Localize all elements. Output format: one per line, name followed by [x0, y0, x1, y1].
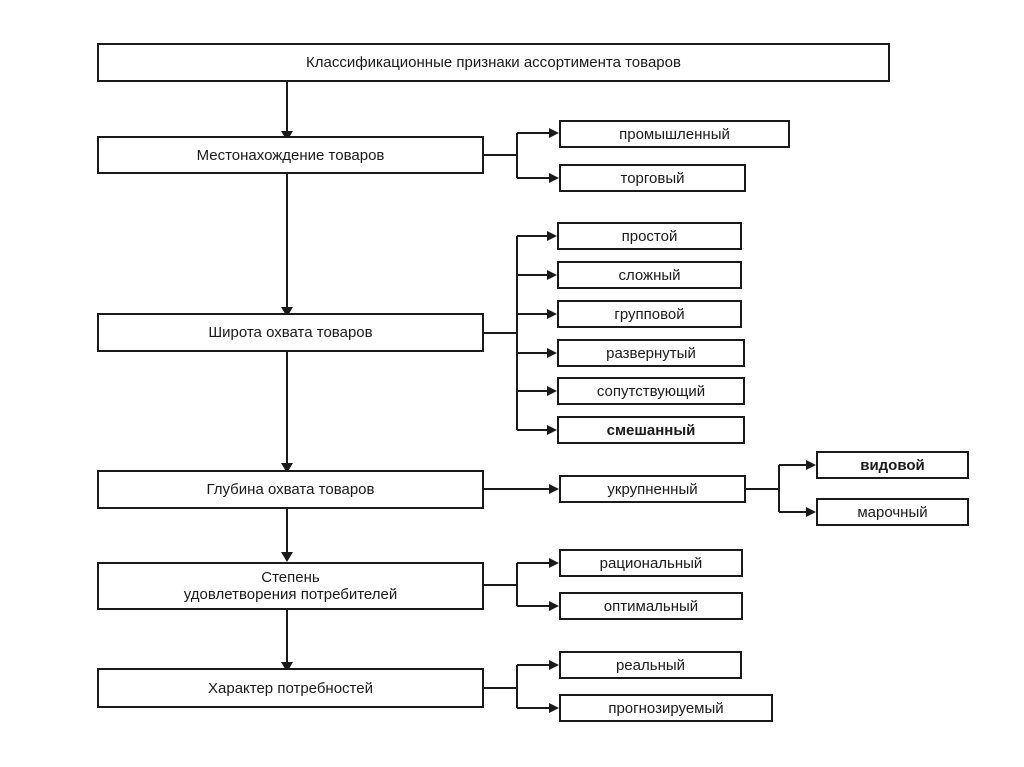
type-box: сложный	[557, 261, 742, 289]
type-box: укрупненный	[559, 475, 746, 503]
type-box: рациональный	[559, 549, 743, 577]
criterion-location-box: Местонахождение товаров	[97, 136, 484, 174]
criterion-location-label: Местонахождение товаров	[196, 146, 385, 164]
type-label: групповой	[614, 305, 685, 323]
type-box: простой	[557, 222, 742, 250]
type-label: простой	[621, 227, 678, 245]
type-box: торговый	[559, 164, 746, 192]
criterion-needs-box: Характер потребностей	[97, 668, 484, 708]
subtype-label: видовой	[860, 456, 925, 474]
title-box: Классификационные признаки ассортимента …	[97, 43, 890, 82]
type-label: рациональный	[599, 554, 703, 572]
type-box: развернутый	[557, 339, 745, 367]
criterion-satisfaction-box: Степень удовлетворения потребителей	[97, 562, 484, 610]
type-box: прогнозируемый	[559, 694, 773, 722]
criterion-breadth-label: Широта охвата товаров	[208, 324, 373, 341]
type-label: прогнозируемый	[608, 699, 724, 717]
type-box: сопутствующий	[557, 377, 745, 405]
type-box: смешанный	[557, 416, 745, 444]
criterion-needs-label: Характер потребностей	[208, 679, 373, 697]
criterion-satisfaction-label-line2: удовлетворения потребителей	[183, 586, 398, 603]
type-label: промышленный	[619, 125, 730, 143]
subtype-box: видовой	[816, 451, 969, 479]
type-label: реальный	[615, 656, 686, 674]
criterion-breadth-box: Широта охвата товаров	[97, 313, 484, 352]
type-label: смешанный	[606, 421, 696, 439]
subtype-label: марочный	[857, 503, 928, 521]
type-label: укрупненный	[607, 480, 698, 498]
criterion-depth-label: Глубина охвата товаров	[206, 481, 375, 498]
type-box: оптимальный	[559, 592, 743, 620]
type-label: торговый	[620, 169, 685, 187]
type-label: развернутый	[606, 344, 696, 362]
type-label: сложный	[618, 266, 681, 284]
subtype-box: марочный	[816, 498, 969, 526]
criterion-satisfaction-label-line1: Степень	[261, 569, 320, 586]
title-text: Классификационные признаки ассортимента …	[306, 54, 681, 71]
type-box: промышленный	[559, 120, 790, 148]
type-box: реальный	[559, 651, 742, 679]
type-label: оптимальный	[603, 597, 699, 615]
criterion-depth-box: Глубина охвата товаров	[97, 470, 484, 509]
type-label: сопутствующий	[596, 382, 706, 400]
type-box: групповой	[557, 300, 742, 328]
